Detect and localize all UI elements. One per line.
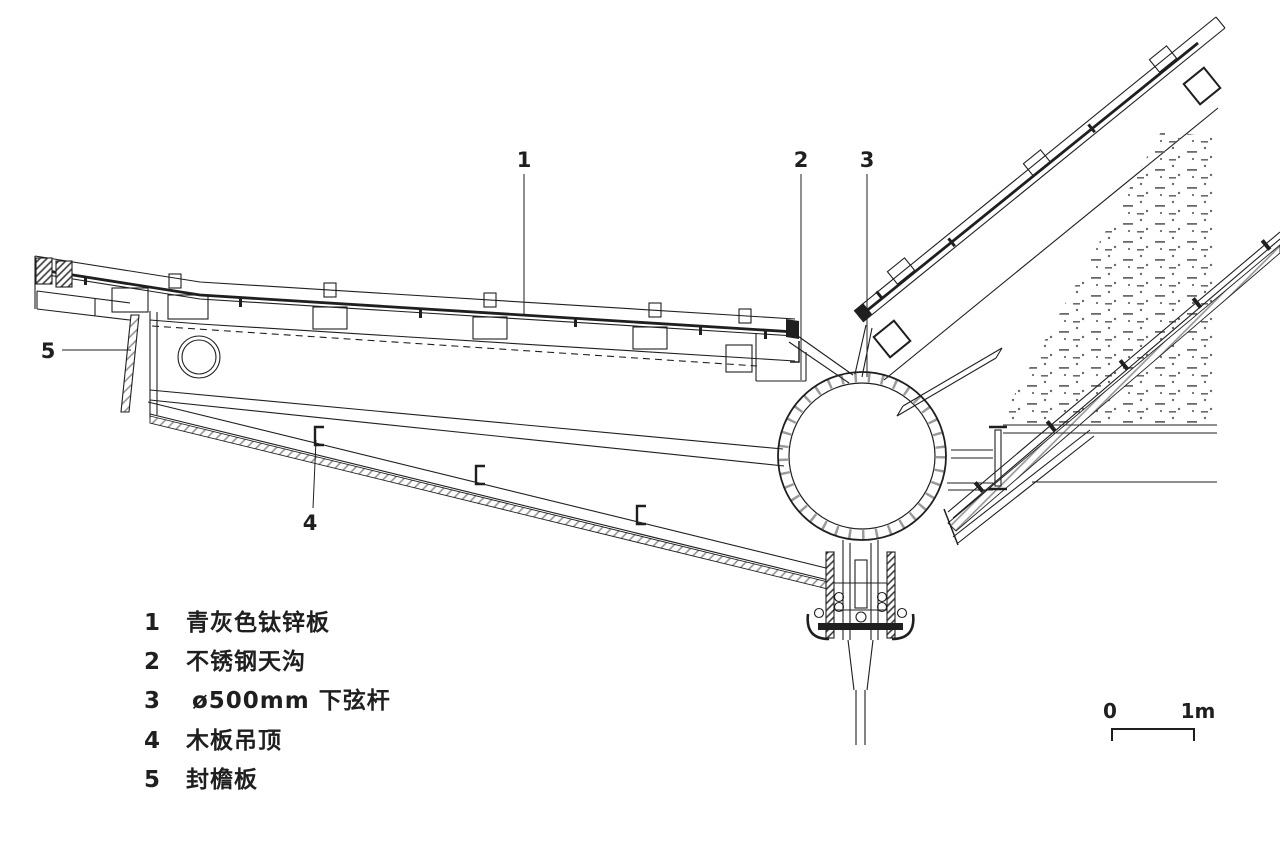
legend: 1 青灰色钛锌板 2 不锈钢天沟 3 ø500mm 下弦杆 4 木板吊顶 5 封… [144, 609, 391, 793]
hanger-slot [854, 559, 868, 609]
hanger-rod [847, 639, 874, 745]
hanger-hook-left [806, 613, 830, 641]
legend-item-2-number: 2 [144, 649, 160, 675]
callout-2: 2 [794, 148, 809, 380]
callout-2-number: 2 [794, 148, 809, 172]
callout-1: 1 [517, 148, 532, 316]
band-end-cap [943, 508, 959, 546]
callout-3: 3 [860, 148, 875, 377]
insulation-field [1008, 130, 1217, 425]
rafter-line [149, 389, 784, 450]
overhang-soffit-bottom [36, 308, 131, 321]
right-panel-bottom-line [862, 27, 1226, 323]
callout-3-number: 3 [860, 148, 875, 172]
legend-item-1-label: 青灰色钛锌板 [186, 609, 330, 636]
callout-1-number: 1 [517, 148, 532, 172]
left-roof [34, 255, 829, 590]
right-roof [853, 16, 1280, 546]
rafter-line [149, 399, 785, 467]
hidden-edge-dashed-line [151, 325, 758, 367]
purlin-blocks [312, 306, 753, 373]
hanger-bolts [813, 591, 908, 623]
scale-bar: 0 1m [1103, 699, 1215, 741]
legend-item-2-label: 不锈钢天沟 [186, 648, 306, 675]
right-panel-cut [1215, 16, 1226, 29]
scale-end-label: 1m [1181, 699, 1216, 723]
chord-inner-circle [788, 382, 936, 530]
right-panel-zinc-sheet [858, 41, 1199, 319]
right-seam-clips [886, 45, 1178, 285]
callout-4-leader [312, 439, 317, 509]
scale-start-label: 0 [1103, 699, 1117, 723]
eave-block [167, 294, 209, 320]
chord-annulus-hatch [778, 372, 946, 540]
strut-plate [896, 347, 1003, 417]
ceiling-joist-top [147, 401, 827, 569]
panel-end-fold [35, 257, 53, 285]
legend-item-4-label: 木板吊顶 [185, 728, 282, 754]
horizontal-cut-lines [947, 424, 1217, 491]
eave-pipe-outer [177, 335, 221, 379]
legend-item-3-label: ø500mm 下弦杆 [192, 687, 391, 714]
wood-ceiling-board [149, 415, 829, 590]
fascia-board [120, 314, 140, 413]
eave-block [111, 287, 149, 313]
callout-4: 4 [303, 439, 318, 535]
callouts: 1 2 3 4 5 [41, 148, 875, 535]
ceiling-clips [313, 425, 646, 526]
hanger-hook-right [891, 613, 915, 641]
callout-5: 5 [41, 339, 131, 363]
hanger-bottom-plate [818, 623, 903, 630]
overhang-soffit-top [36, 290, 131, 304]
right-seam-anchors [875, 123, 1096, 301]
chord-outer-circle [777, 371, 947, 541]
right-wood-board [947, 244, 1280, 532]
left-panel-zinc-sheet [34, 267, 796, 334]
legend-item-4-number: 4 [144, 728, 160, 754]
i-bracket [989, 425, 1007, 491]
standing-seam-clips [168, 273, 752, 324]
clip-square [1182, 66, 1222, 106]
left-panel-bottom-line [34, 272, 796, 337]
callout-5-number: 5 [41, 339, 56, 363]
hanger-assembly [806, 540, 915, 745]
hanger-side-plate [886, 551, 896, 639]
ceiling-joist-bottom [149, 413, 829, 581]
legend-item-3-number: 3 [144, 688, 160, 714]
scale-bracket [1111, 728, 1195, 741]
right-lower-band [943, 231, 1280, 546]
legend-item-1-number: 1 [144, 610, 160, 636]
gutter-hook [790, 341, 800, 363]
clip-square [872, 319, 912, 359]
eave-assembly [111, 287, 221, 418]
right-panel-end-cap [854, 303, 872, 322]
legend-item-5-number: 5 [144, 767, 160, 793]
callout-4-number: 4 [303, 511, 318, 535]
valley-chord [777, 324, 947, 541]
sheathing-bottom-line [149, 319, 796, 362]
eave-pipe-inner [181, 339, 217, 375]
right-panel-top-line [853, 16, 1217, 312]
panel-end-fold [55, 260, 73, 288]
hanger-side-plate [825, 551, 835, 639]
seam-anchors [84, 276, 767, 339]
left-panel-top-line [34, 255, 796, 320]
legend-item-5-label: 封檐板 [186, 766, 258, 793]
